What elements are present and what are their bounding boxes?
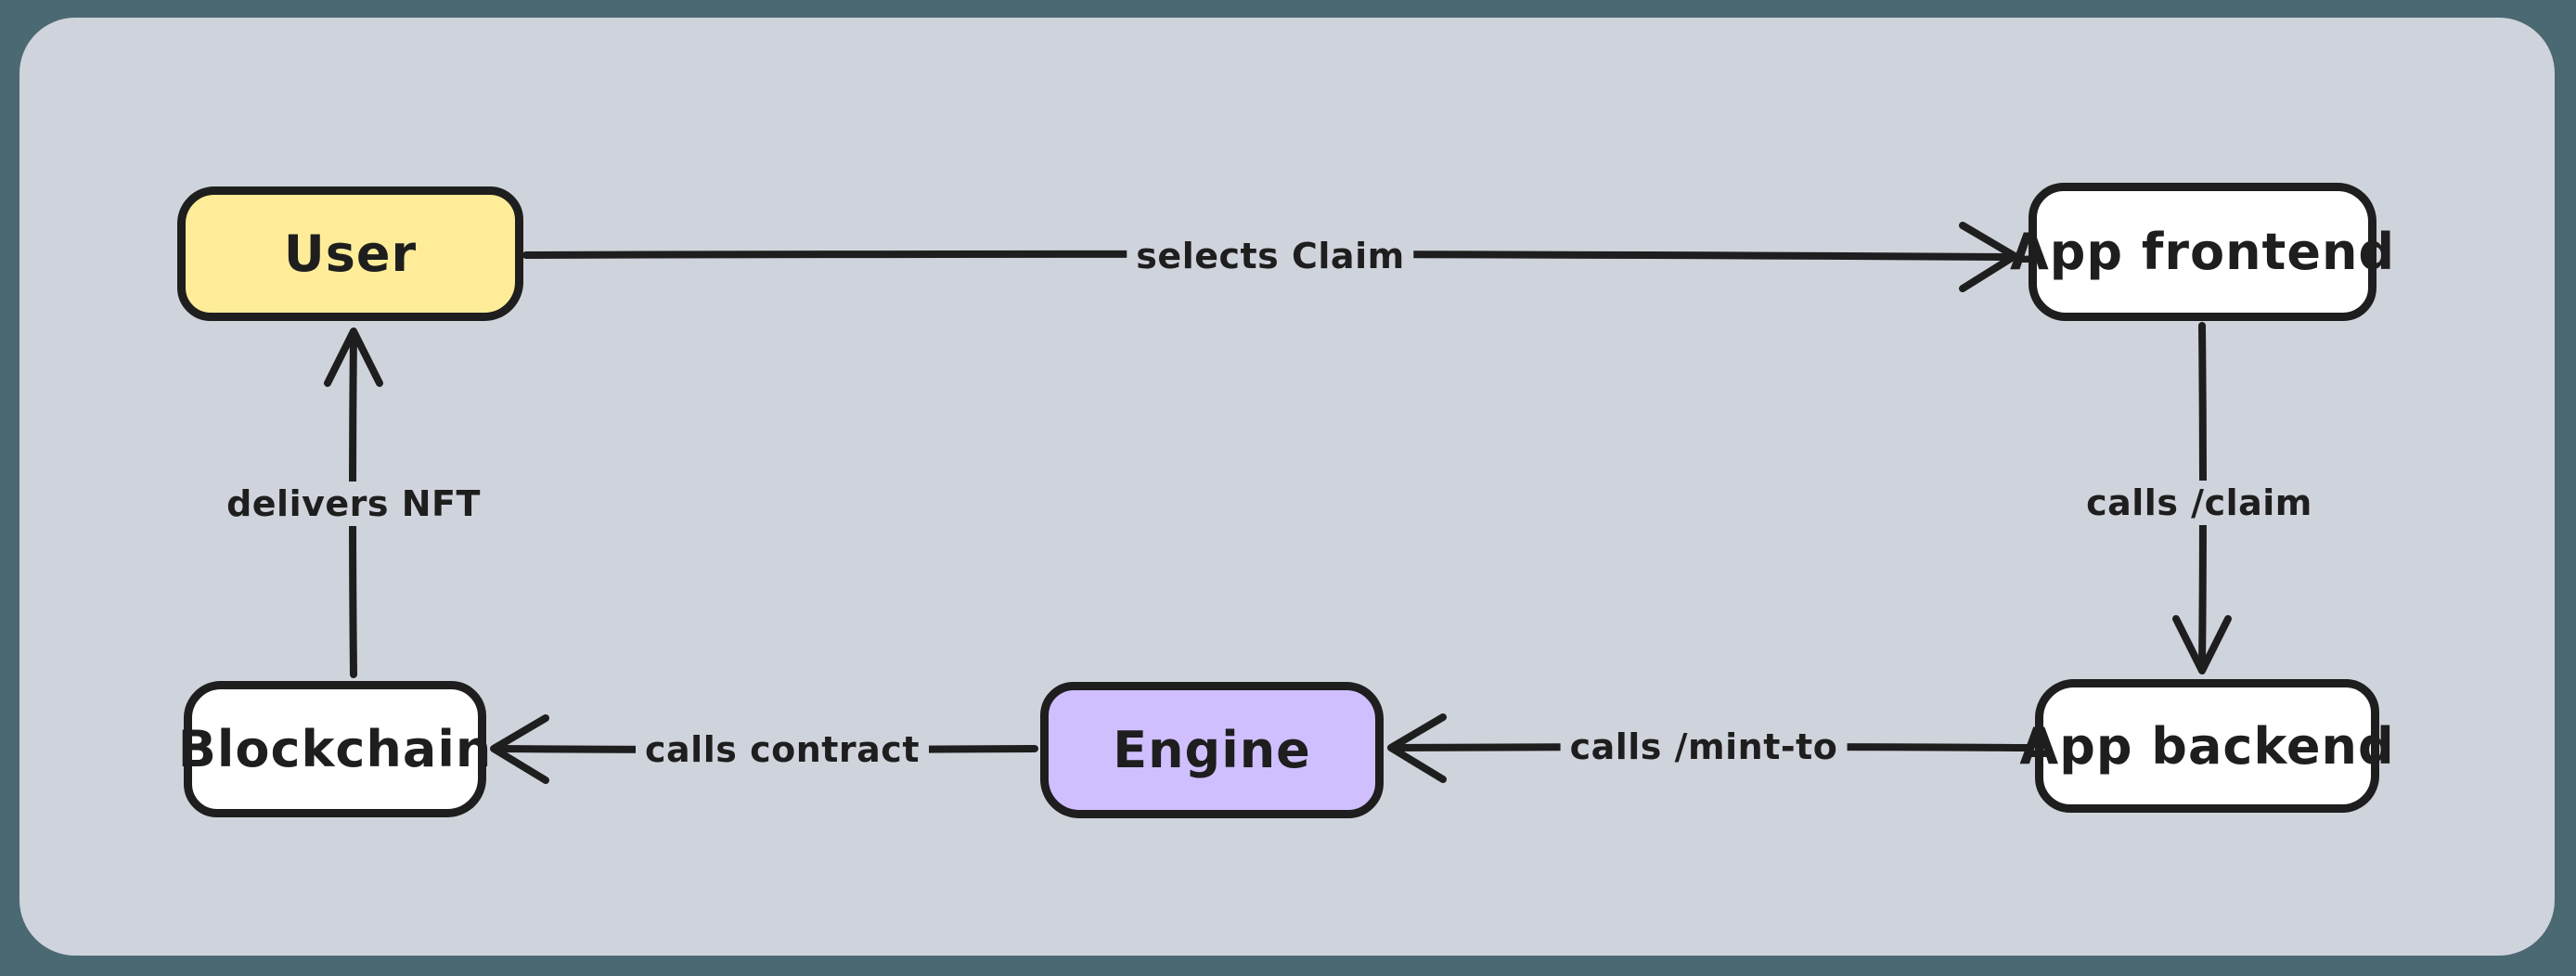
node-blockchain-label: Blockchain — [177, 720, 493, 778]
edge-label-calls-mint-to[interactable]: calls /mint-to — [1560, 725, 1848, 769]
node-app-frontend[interactable]: App frontend — [2010, 183, 2394, 321]
edge-label-delivers-nft[interactable]: delivers NFT — [217, 482, 490, 526]
node-blockchain[interactable]: Blockchain — [178, 681, 491, 817]
edge-label-calls-contract[interactable]: calls contract — [636, 727, 929, 772]
node-app-backend-label: App backend — [2019, 716, 2395, 776]
node-user[interactable]: User — [177, 186, 523, 321]
node-user-label: User — [283, 225, 418, 283]
node-engine-label: Engine — [1113, 721, 1311, 779]
node-engine[interactable]: Engine — [1040, 682, 1384, 818]
edge-label-calls-claim[interactable]: calls /claim — [2077, 481, 2322, 525]
node-app-frontend-label: App frontend — [2009, 223, 2396, 281]
diagram-canvas: User App frontend App backend Engine Blo… — [19, 18, 2555, 956]
node-app-backend[interactable]: App backend — [2019, 679, 2394, 813]
edge-label-selects-claim[interactable]: selects Claim — [1127, 234, 1414, 278]
